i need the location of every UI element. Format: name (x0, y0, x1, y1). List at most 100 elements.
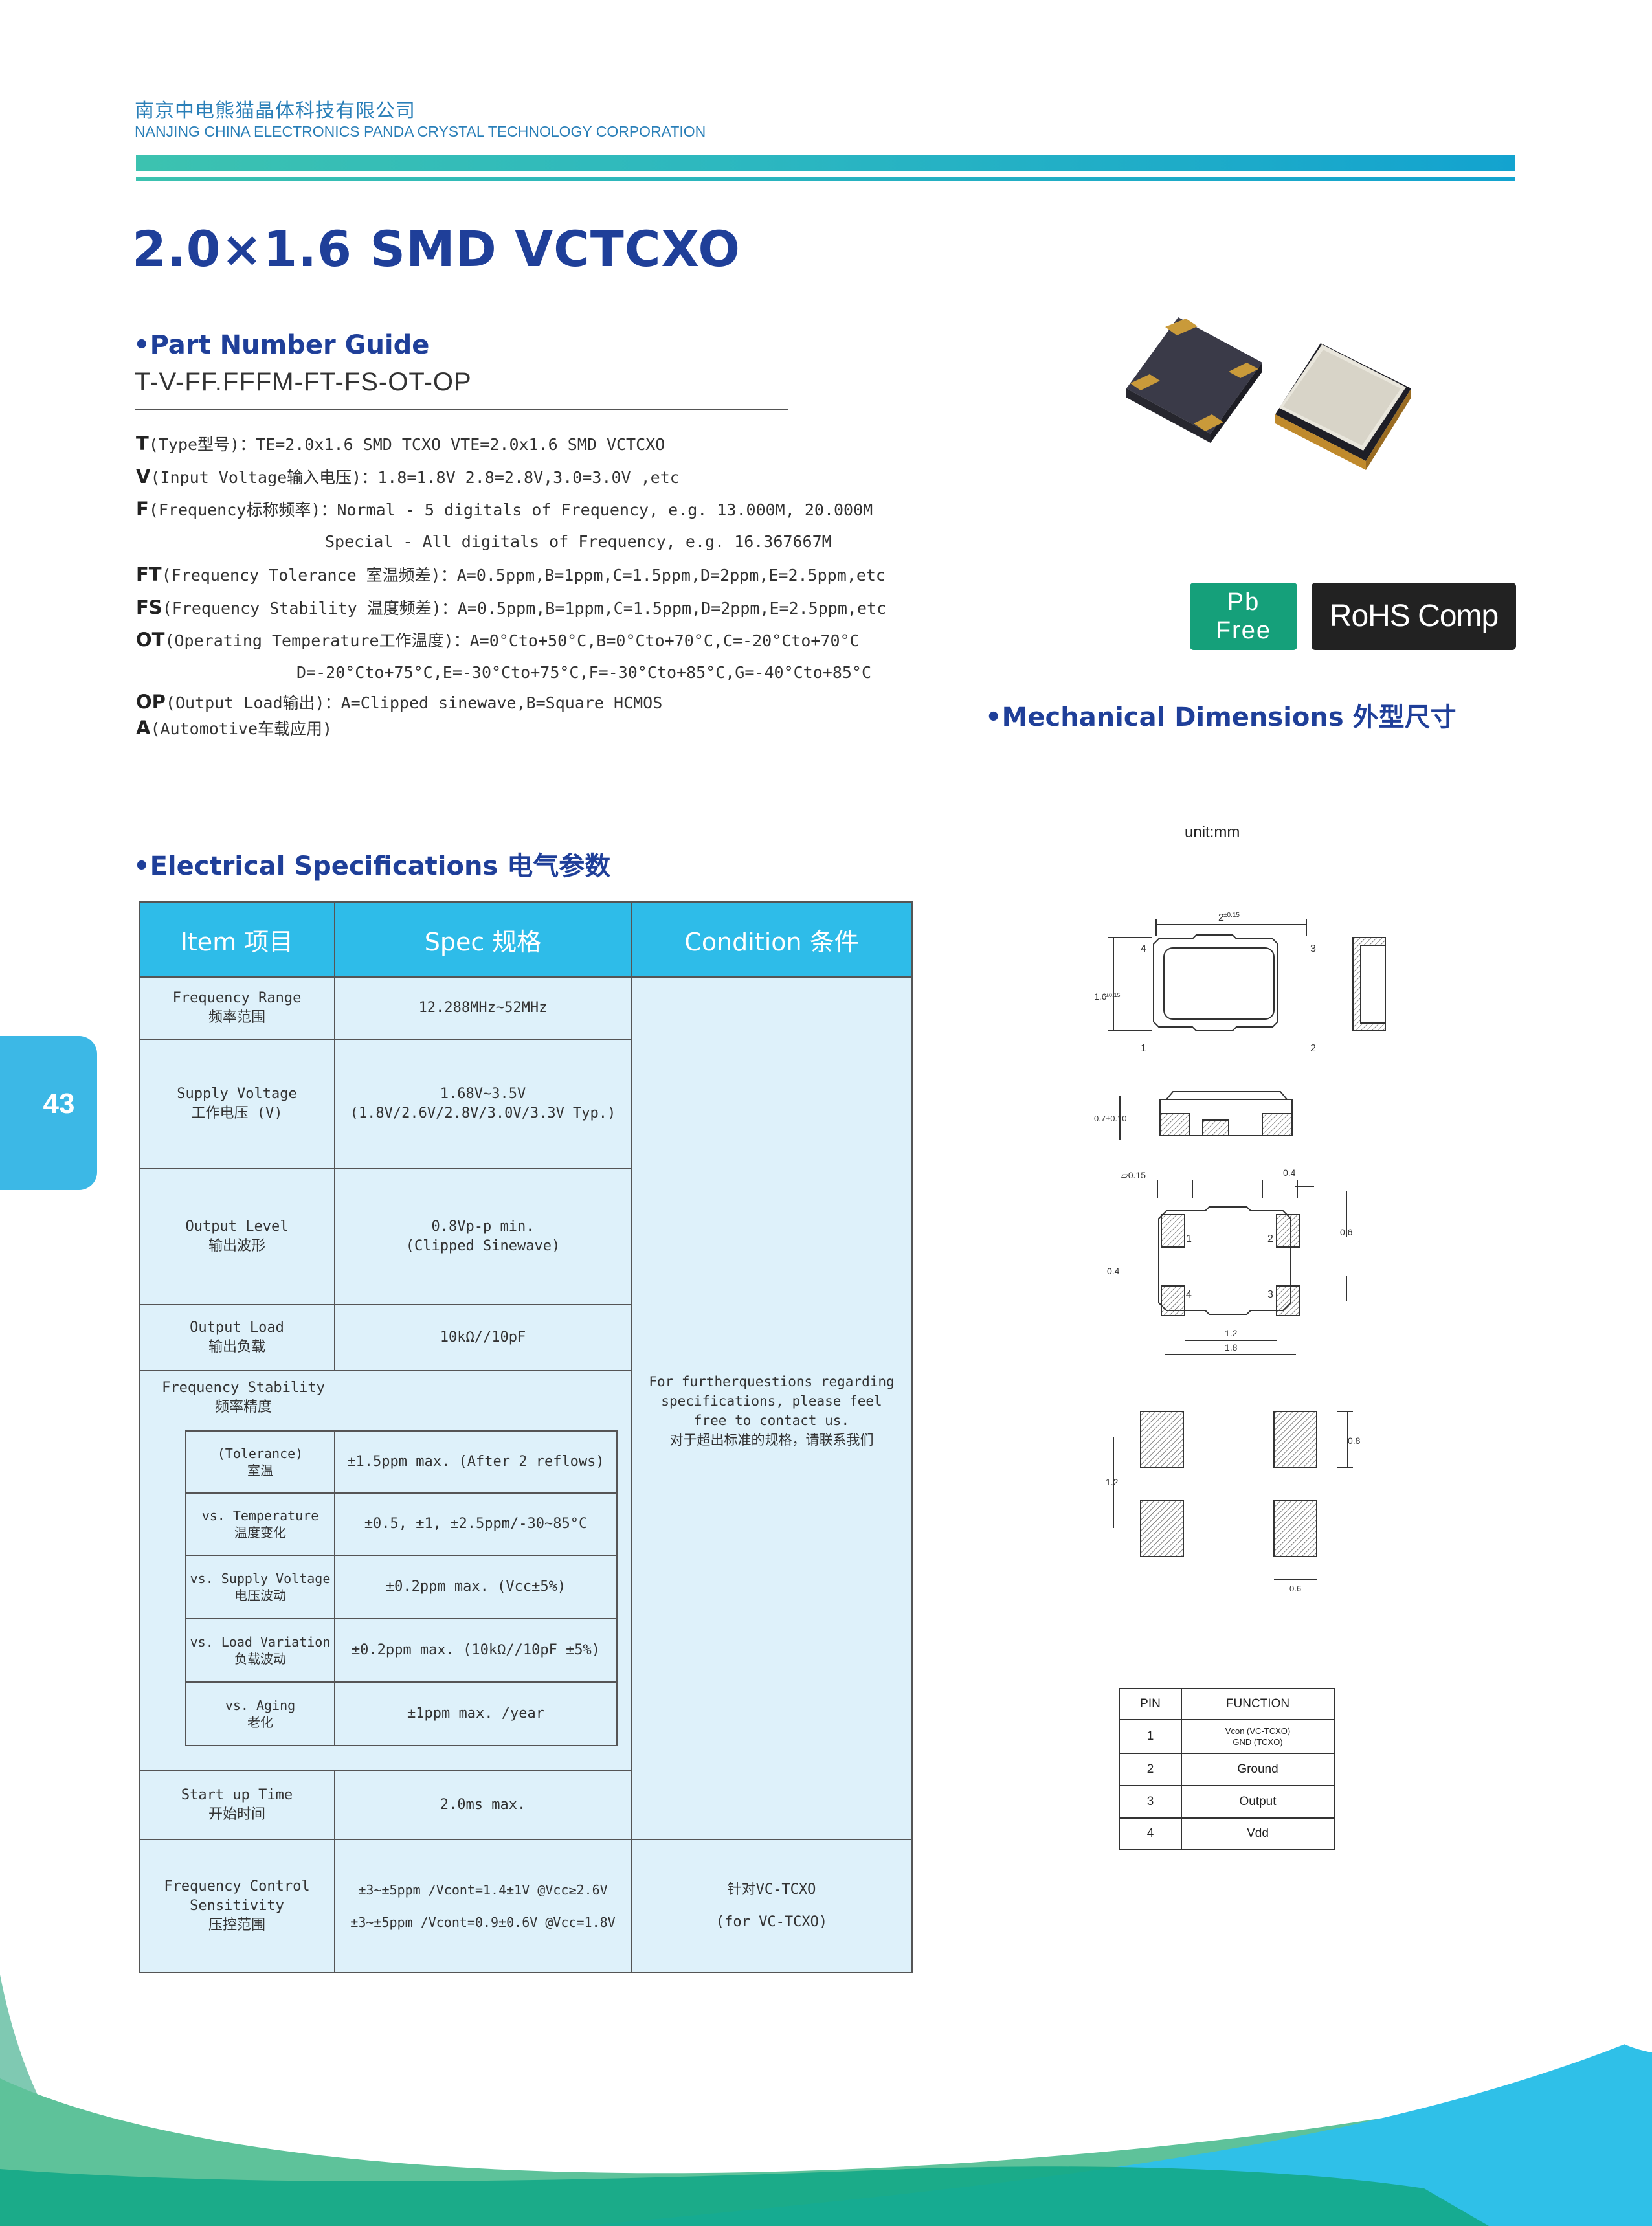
svg-text:0.8: 0.8 (1348, 1435, 1361, 1446)
header-item: Item 项目 (140, 903, 334, 976)
freq-control-values: ±3~±5ppm /Vcont=1.4±1V @Vcc≥2.6V ±3~±5pp… (335, 1840, 631, 1972)
output-load-value: 10kΩ//10pF (440, 1329, 526, 1345)
vs-aging-value: ±1ppm max. /year (407, 1705, 544, 1722)
freq-control-cond-2: (for VC-TCXO) (715, 1914, 828, 1930)
guide-text: D=-20°Cto+75°C,E=-30°Cto+75°C,F=-30°Cto+… (296, 662, 872, 682)
guide-key: FS (136, 596, 162, 618)
svg-text:0.7±0.10: 0.7±0.10 (1094, 1114, 1127, 1123)
startup-time-label: Start up Time 开始时间 (181, 1787, 293, 1823)
svg-text:1: 1 (1186, 1233, 1192, 1244)
freq-control-condition: 针对VC-TCXO (for VC-TCXO) (632, 1840, 911, 1972)
output-load-label: Output Load 输出负载 (190, 1320, 284, 1355)
freq-control-spec-2: ±3~±5ppm /Vcont=0.9±0.6V @Vcc=1.8V (350, 1915, 616, 1930)
guide-text: (Output Load输出)：A=Clipped sinewave,B=Squ… (165, 693, 663, 712)
pb-free-badge: Pb Free (1190, 583, 1297, 650)
svg-text:1.8: 1.8 (1225, 1342, 1238, 1353)
pin-function: Ground (1237, 1762, 1278, 1776)
company-name-en: NANJING CHINA ELECTRONICS PANDA CRYSTAL … (135, 123, 706, 140)
chip-bottom-view (1126, 317, 1262, 443)
freq-stability-label: Frequency Stability 频率精度 (162, 1380, 325, 1415)
pb-free-line1: Pb (1227, 589, 1260, 616)
pin-number: 4 (1146, 1827, 1154, 1840)
vs-load-variation-label: vs. Load Variation 负载波动 (190, 1634, 331, 1667)
guide-key: F (136, 498, 149, 520)
output-level-value: 0.8Vp-p min. (Clipped Sinewave) (405, 1219, 561, 1254)
svg-text:4: 4 (1141, 943, 1146, 954)
freq-control-cond-1: 针对VC-TCXO (727, 1882, 816, 1898)
header-spec: Spec 规格 (335, 903, 631, 976)
svg-text:1.6: 1.6 (1094, 991, 1107, 1002)
guide-key: T (136, 433, 149, 455)
company-name-cn: 南京中电熊猫晶体科技有限公司 (135, 100, 416, 122)
guide-text: (Input Voltage输入电压)：1.8=1.8V 2.8=2.8V,3.… (150, 467, 680, 487)
pin-number: 3 (1146, 1795, 1154, 1808)
condition-note: For furtherquestions regarding specifica… (649, 1374, 895, 1448)
guide-key: OP (136, 691, 166, 713)
vs-supply-voltage-label: vs. Supply Voltage 电压波动 (190, 1571, 331, 1603)
supply-voltage-value: 1.68V~3.5V (1.8V/2.6V/2.8V/3.0V/3.3V Typ… (350, 1086, 616, 1121)
tolerance-label: (Tolerance) 室温 (217, 1446, 304, 1478)
header-bar (136, 155, 1515, 171)
svg-text:0.4: 0.4 (1283, 1167, 1296, 1178)
svg-text:2: 2 (1267, 1233, 1273, 1244)
vs-aging-label: vs. Aging 老化 (225, 1698, 296, 1730)
svg-text:±0.15: ±0.15 (1106, 992, 1120, 998)
part-number-heading: •Part Number Guide (133, 330, 430, 360)
chip-top-view (1275, 343, 1411, 470)
guide-text: (Frequency Stability 温度频差)：A=0.5ppm,B=1p… (162, 598, 887, 618)
svg-text:2: 2 (1218, 912, 1224, 923)
page-number: 43 (43, 1088, 75, 1119)
pin-table: PIN FUNCTION 1 Vcon (VC-TCXO) GND (TCXO)… (1119, 1688, 1335, 1850)
electrical-heading: •Electrical Specifications 电气参数 (133, 851, 611, 881)
vs-temperature-label: vs. Temperature 温度变化 (201, 1508, 319, 1540)
pb-free-line2: Free (1215, 617, 1272, 644)
svg-text:4: 4 (1186, 1289, 1192, 1300)
svg-text:3: 3 (1267, 1289, 1273, 1300)
svg-text:1: 1 (1141, 1043, 1146, 1054)
unit-label: unit:mm (1185, 824, 1240, 841)
startup-time-value: 2.0ms max. (440, 1797, 526, 1813)
page-tab (0, 1036, 97, 1190)
mechanical-heading: •Mechanical Dimensions 外型尺寸 (985, 703, 1457, 732)
guide-text: (Frequency标称频率)：Normal - 5 digitals of F… (148, 500, 873, 519)
part-number-rule (135, 409, 788, 410)
svg-text:1.2: 1.2 (1106, 1477, 1119, 1487)
header-rule (136, 177, 1515, 181)
footer-wave (0, 1975, 1652, 2226)
svg-text:0.6: 0.6 (1340, 1227, 1353, 1237)
pin-function: Output (1239, 1795, 1277, 1808)
rohs-badge: RoHS Comp iant (1312, 583, 1516, 701)
output-level-label: Output Level 输出波形 (185, 1219, 289, 1254)
svg-text:±0.15: ±0.15 (1223, 912, 1240, 919)
guide-text: (Automotive车载应用) (150, 719, 333, 738)
function-header: FUNCTION (1225, 1697, 1290, 1711)
tolerance-value: ±1.5ppm max. (After 2 reflows) (347, 1454, 605, 1470)
guide-key: FT (136, 563, 162, 585)
vs-temperature-value: ±0.5, ±1, ±2.5ppm/-30~85°C (364, 1516, 588, 1532)
freq-control-spec-1: ±3~±5ppm /Vcont=1.4±1V @Vcc≥2.6V (358, 1882, 608, 1898)
freq-range-label: Frequency Range 频率范围 (172, 990, 302, 1026)
pin-header: PIN (1140, 1697, 1161, 1711)
vs-load-variation-value: ±0.2ppm max. (10kΩ//10pF ±5%) (351, 1642, 601, 1658)
part-number-guide: T(Type型号)：TE=2.0x1.6 SMD TCXO VTE=2.0x1.… (136, 427, 886, 741)
guide-text: (Frequency Tolerance 室温频差)：A=0.5ppm,B=1p… (161, 566, 886, 585)
svg-text:1.2: 1.2 (1225, 1328, 1238, 1338)
header-condition: Condition 条件 (632, 903, 911, 976)
page-title: 2.0×1.6 SMD VCTCXO (132, 220, 741, 278)
svg-text:2: 2 (1310, 1043, 1316, 1054)
svg-text:3: 3 (1310, 943, 1316, 954)
guide-text: Special - All digitals of Frequency, e.g… (325, 532, 832, 551)
product-photo (1126, 317, 1411, 470)
guide-key: V (136, 465, 151, 488)
stability-subtable: (Tolerance) 室温 ±1.5ppm max. (After 2 ref… (185, 1430, 618, 1746)
spec-table: Item 项目 Spec 规格 Condition 条件 Frequency R… (139, 901, 913, 1973)
svg-text:0.4: 0.4 (1107, 1266, 1120, 1276)
pin-function: Vdd (1247, 1827, 1269, 1840)
freq-control-label: Frequency Control Sensitivity 压控范围 (164, 1878, 310, 1933)
svg-text:0.6: 0.6 (1289, 1584, 1301, 1593)
guide-key: A (136, 717, 151, 739)
freq-range-value: 12.288MHz~52MHz (418, 1000, 548, 1016)
part-number-code: T-V-FF.FFFM-FT-FS-OT-OP (135, 368, 472, 396)
guide-key: OT (136, 629, 165, 651)
